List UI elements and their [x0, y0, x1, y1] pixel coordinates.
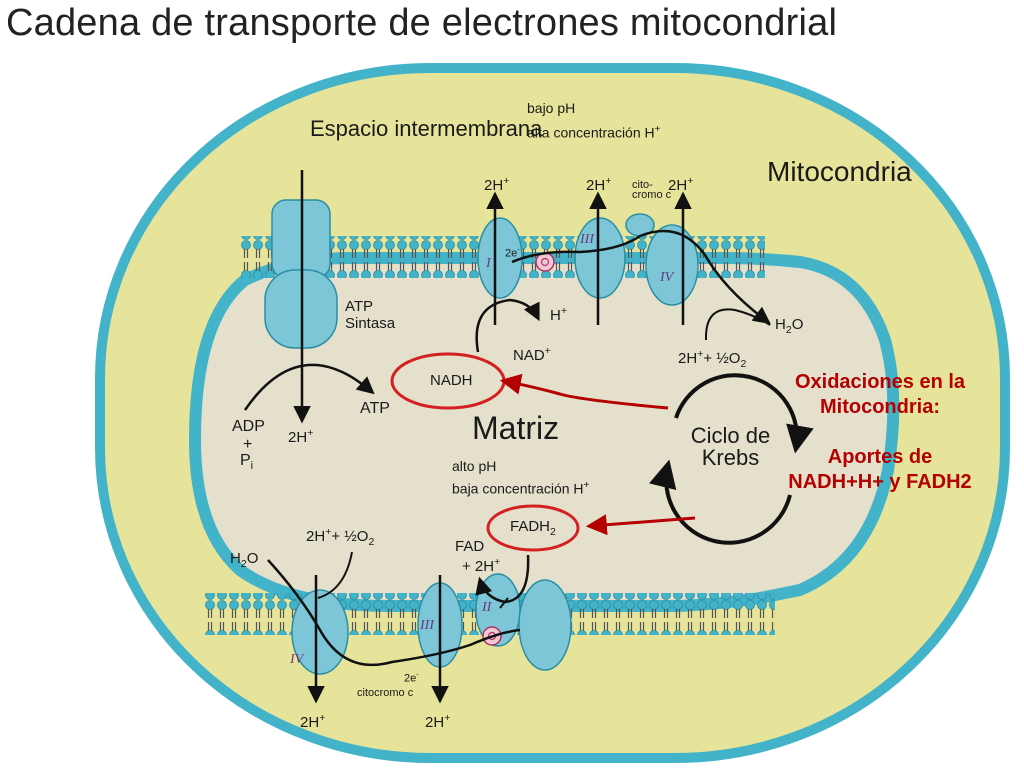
oxygen-bottom-label: 2H++ ½O2 [306, 526, 375, 548]
cytochrome-c-top-label: cito- cromo c [632, 179, 672, 201]
complex-iv-bottom-proton-label: 2H+ [300, 712, 326, 731]
annotation-line-2: Mitocondria: [820, 396, 940, 418]
electron-path-bottom [267, 559, 521, 667]
complex-iii-top [574, 217, 626, 299]
nad-plus-label: NAD+ [513, 345, 551, 364]
adp-plus-label: + [243, 436, 253, 453]
fadh2-highlight-oval [486, 504, 580, 552]
mitochondria-label: Mitocondria [767, 156, 912, 187]
krebs-to-fadh2-arrow [585, 514, 696, 536]
complex-iv-proton-label: 2H+ [668, 175, 694, 194]
krebs-to-nadh-arrow [499, 373, 669, 410]
high-h-concentration-label: alta concentración H+ [527, 124, 661, 141]
cytochrome-c-bottom-label: citocromo c [357, 687, 414, 699]
krebs-cycle-arrow-bottom [649, 459, 792, 545]
krebs-cycle-label: Ciclo de Krebs [690, 423, 771, 470]
complex-iv-top-label: IV [660, 270, 674, 285]
complex-ii-bottom-label: II [482, 600, 492, 615]
nadh-label: NADH [430, 372, 473, 389]
water-top-label: H2O [775, 316, 804, 336]
complex-iii-bottom-label: III [420, 618, 434, 633]
matrix-h-plus-label: H+ [550, 305, 567, 324]
annotation-line-1: Oxidaciones en la [794, 371, 966, 393]
fadh2-label: FADH2 [510, 518, 556, 538]
fad-small-arrow [499, 597, 509, 609]
complex-i-proton-label: 2H+ [484, 175, 510, 194]
electron-path-top [511, 229, 771, 325]
water-bottom-label: H2O [230, 550, 259, 570]
atp-synthase-proton-label: 2H+ [288, 427, 314, 446]
low-h-concentration-label: baja concentración H+ [452, 480, 590, 497]
ubiquinone-top [535, 252, 555, 272]
oxidation-annotation: Oxidaciones en la Mitocondria: Aportes d… [770, 370, 990, 495]
oxygen-reduction-top [704, 308, 771, 341]
complex-i-bottom [518, 579, 572, 671]
oxygen-reduction-bottom [317, 551, 353, 599]
pi-label: Pi [240, 452, 254, 473]
matrix-label: Matriz [472, 410, 560, 446]
intermembrane-space-label: Espacio intermembrana [310, 116, 543, 141]
annotation-line-4: NADH+H+ y FADH2 [788, 471, 972, 493]
adp-label: ADP [232, 418, 265, 435]
high-ph-label: alto pH [452, 458, 497, 474]
low-ph-label: bajo pH [527, 100, 576, 116]
atp-label: ATP [360, 400, 390, 417]
complex-iii-bottom-proton-label: 2H+ [425, 712, 451, 731]
complex-iv-bottom-label: IV [290, 652, 304, 667]
complex-i-top-label: I [486, 256, 491, 271]
complex-iii-proton-label: 2H+ [586, 175, 612, 194]
oxygen-top-label: 2H++ ½O2 [678, 348, 747, 370]
adp-to-atp-arrow [243, 363, 375, 411]
diagram-title: Cadena de transporte de electrones mitoc… [6, 2, 838, 44]
two-electrons-top-label: 2e- [505, 245, 520, 260]
fad-label: FAD [455, 538, 485, 555]
krebs-cycle-arrow-top [674, 373, 814, 454]
fad-plus-2h-label: + 2H+ [462, 556, 501, 575]
atp-synthase-label: ATP Sintasa [345, 298, 396, 332]
nadh-oxidation-arrow [475, 298, 540, 353]
annotation-line-3: Aportes de [827, 446, 933, 468]
complex-iv-top [645, 224, 699, 306]
two-electrons-bottom-label: 2e- [404, 670, 419, 685]
complex-iii-top-label: III [580, 232, 594, 247]
